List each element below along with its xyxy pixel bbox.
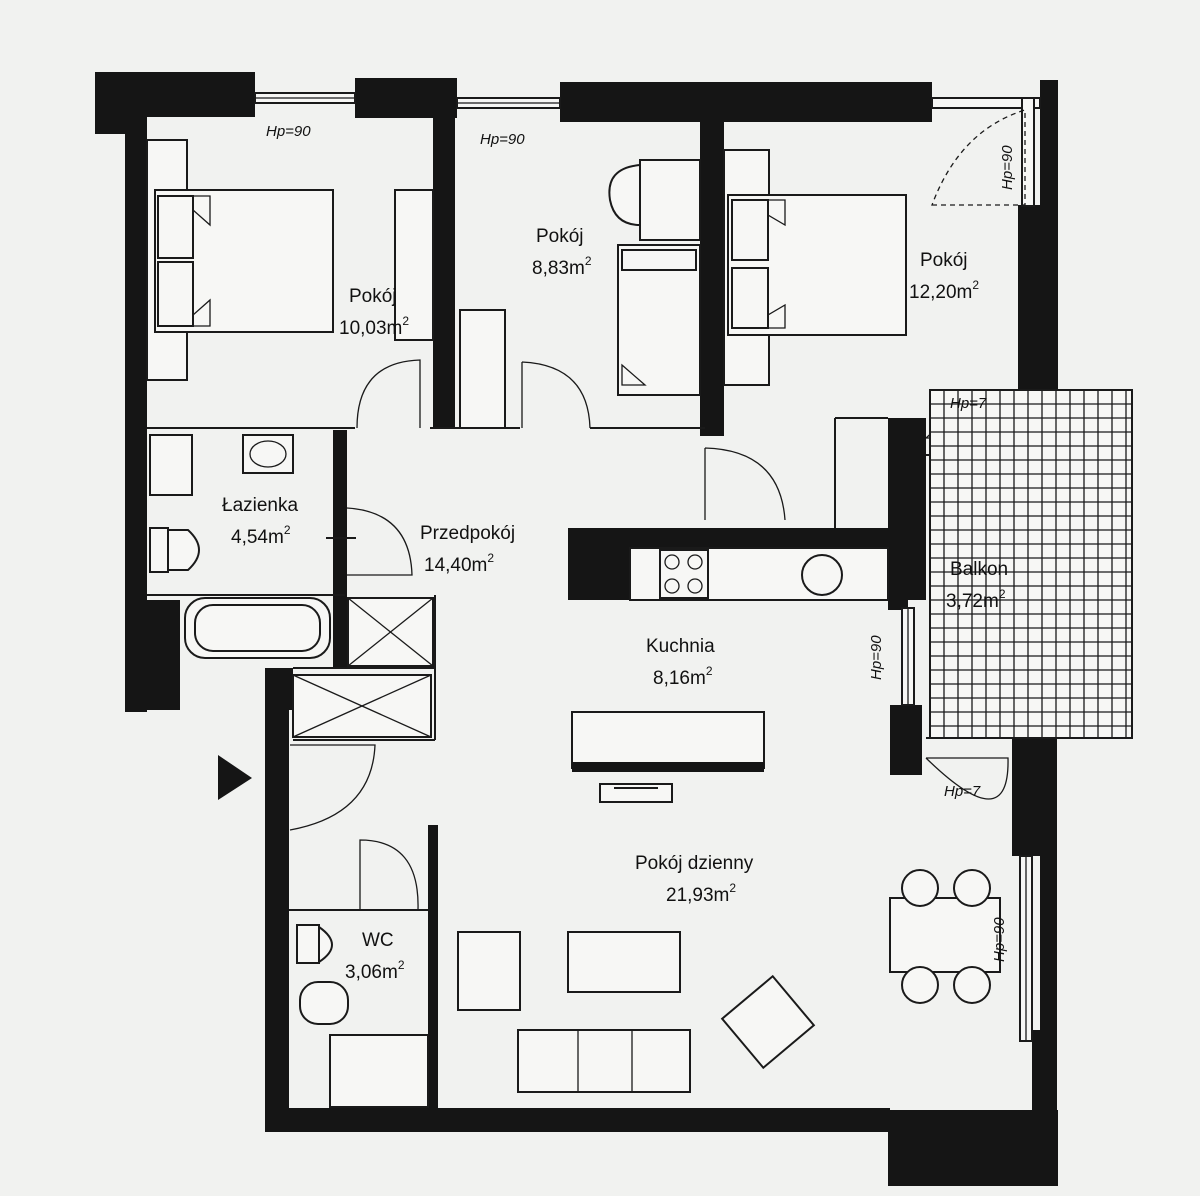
room-name: Łazienka [222, 495, 298, 516]
tv-unit [599, 783, 673, 803]
height-labels: Hp=90 Hp=90 Hp=90 Hp=7 Hp=90 Hp=7 Hp=90 [266, 123, 1016, 962]
room-area: 21,93m2 [666, 881, 736, 906]
entrance-arrow-icon [218, 755, 252, 800]
dining-table [889, 897, 1001, 973]
room-area: 4,54m2 [231, 523, 291, 548]
room-area: 10,03m2 [339, 314, 409, 339]
room-area: 3,06m2 [345, 958, 405, 983]
furniture [146, 139, 1133, 1108]
window-height-label: Hp=90 [991, 917, 1008, 962]
wc-cabinet [329, 1034, 429, 1108]
wc-sink [296, 924, 320, 964]
bath-toilet-tank [149, 527, 169, 573]
room-name: Przedpokój [420, 523, 515, 544]
cabinet [459, 309, 506, 429]
window-height-label: Hp=90 [266, 123, 311, 140]
room-name: Pokój [920, 250, 968, 271]
room-name: WC [362, 930, 394, 951]
room-area: 3,72m2 [946, 587, 1006, 612]
window-height-label: Hp=7 [950, 395, 987, 412]
desk-1 [394, 189, 434, 341]
window-height-label: Hp=90 [868, 635, 885, 680]
room-name: Pokój [536, 226, 584, 247]
balcony-tiles [930, 390, 1132, 738]
wc-toilet [299, 981, 349, 1025]
sofa [517, 1029, 691, 1093]
room-area: 8,83m2 [532, 254, 592, 279]
armchair-2 [720, 974, 816, 1070]
window-height-label: Hp=7 [944, 783, 981, 800]
window-height-label: Hp=90 [999, 145, 1016, 190]
room-labels: Pokój 10,03m2 Pokój 8,83m2 Pokój 12,20m2… [222, 226, 1008, 983]
room-name: Pokój [349, 286, 397, 307]
room-name: Kuchnia [646, 636, 715, 657]
windows [254, 92, 1041, 1042]
kitchen-sink [801, 554, 843, 596]
armchair-1 [457, 931, 521, 1011]
desk-2 [639, 159, 701, 241]
bath-cabinet [149, 434, 193, 496]
room-area: 8,16m2 [653, 664, 713, 689]
window-height-label: Hp=90 [480, 131, 525, 148]
coffee-table [567, 931, 681, 993]
room-area: 12,20m2 [909, 278, 979, 303]
kitchen-island [571, 711, 765, 769]
room-area: 14,40m2 [424, 551, 494, 576]
room-name: Pokój dzienny [635, 853, 754, 874]
room-name: Balkon [950, 559, 1008, 580]
